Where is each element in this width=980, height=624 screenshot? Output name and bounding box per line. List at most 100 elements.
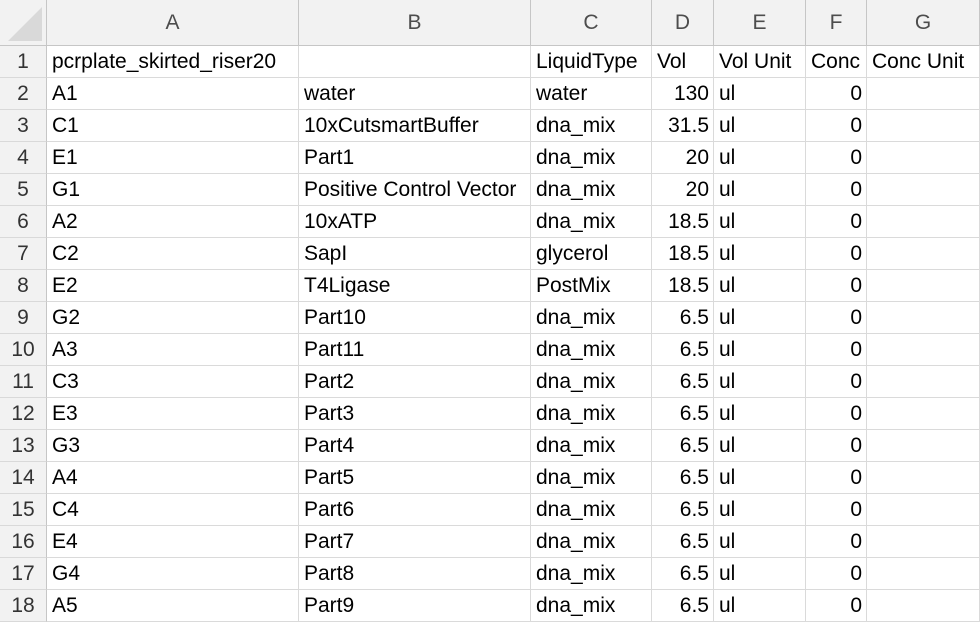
cell-a3[interactable]: C1 bbox=[47, 110, 299, 142]
row-header-2[interactable]: 2 bbox=[0, 78, 47, 110]
row-header-11[interactable]: 11 bbox=[0, 366, 47, 398]
cell-d9[interactable]: 6.5 bbox=[652, 302, 714, 334]
cell-g4[interactable] bbox=[867, 142, 980, 174]
column-header-a[interactable]: A bbox=[47, 0, 299, 46]
cell-g11[interactable] bbox=[867, 366, 980, 398]
cell-e1[interactable]: Vol Unit bbox=[714, 46, 806, 78]
cell-d2[interactable]: 130 bbox=[652, 78, 714, 110]
cell-g18[interactable] bbox=[867, 590, 980, 622]
cell-a2[interactable]: A1 bbox=[47, 78, 299, 110]
cell-b9[interactable]: Part10 bbox=[299, 302, 531, 334]
cell-b12[interactable]: Part3 bbox=[299, 398, 531, 430]
cell-f12[interactable]: 0 bbox=[806, 398, 867, 430]
cell-d14[interactable]: 6.5 bbox=[652, 462, 714, 494]
cell-f15[interactable]: 0 bbox=[806, 494, 867, 526]
cell-c3[interactable]: dna_mix bbox=[531, 110, 652, 142]
cell-f16[interactable]: 0 bbox=[806, 526, 867, 558]
column-header-e[interactable]: E bbox=[714, 0, 806, 46]
cell-c16[interactable]: dna_mix bbox=[531, 526, 652, 558]
cell-f9[interactable]: 0 bbox=[806, 302, 867, 334]
cell-f11[interactable]: 0 bbox=[806, 366, 867, 398]
cell-c9[interactable]: dna_mix bbox=[531, 302, 652, 334]
cell-a10[interactable]: A3 bbox=[47, 334, 299, 366]
cell-d5[interactable]: 20 bbox=[652, 174, 714, 206]
cell-d17[interactable]: 6.5 bbox=[652, 558, 714, 590]
cell-a16[interactable]: E4 bbox=[47, 526, 299, 558]
row-header-15[interactable]: 15 bbox=[0, 494, 47, 526]
cell-f10[interactable]: 0 bbox=[806, 334, 867, 366]
cell-g1[interactable]: Conc Unit bbox=[867, 46, 980, 78]
cell-f2[interactable]: 0 bbox=[806, 78, 867, 110]
cell-b4[interactable]: Part1 bbox=[299, 142, 531, 174]
row-header-7[interactable]: 7 bbox=[0, 238, 47, 270]
cell-a5[interactable]: G1 bbox=[47, 174, 299, 206]
cell-d12[interactable]: 6.5 bbox=[652, 398, 714, 430]
cell-f3[interactable]: 0 bbox=[806, 110, 867, 142]
cell-c18[interactable]: dna_mix bbox=[531, 590, 652, 622]
cell-e15[interactable]: ul bbox=[714, 494, 806, 526]
cell-a8[interactable]: E2 bbox=[47, 270, 299, 302]
cell-e4[interactable]: ul bbox=[714, 142, 806, 174]
cell-b16[interactable]: Part7 bbox=[299, 526, 531, 558]
cell-b1[interactable] bbox=[299, 46, 531, 78]
cell-b6[interactable]: 10xATP bbox=[299, 206, 531, 238]
cell-b5[interactable]: Positive Control Vector bbox=[299, 174, 531, 206]
cell-e18[interactable]: ul bbox=[714, 590, 806, 622]
cell-d18[interactable]: 6.5 bbox=[652, 590, 714, 622]
cell-e7[interactable]: ul bbox=[714, 238, 806, 270]
cell-d11[interactable]: 6.5 bbox=[652, 366, 714, 398]
column-header-g[interactable]: G bbox=[867, 0, 980, 46]
row-header-6[interactable]: 6 bbox=[0, 206, 47, 238]
cell-e14[interactable]: ul bbox=[714, 462, 806, 494]
cell-c6[interactable]: dna_mix bbox=[531, 206, 652, 238]
cell-a9[interactable]: G2 bbox=[47, 302, 299, 334]
cell-f8[interactable]: 0 bbox=[806, 270, 867, 302]
cell-d13[interactable]: 6.5 bbox=[652, 430, 714, 462]
cell-c15[interactable]: dna_mix bbox=[531, 494, 652, 526]
cell-c11[interactable]: dna_mix bbox=[531, 366, 652, 398]
cell-c4[interactable]: dna_mix bbox=[531, 142, 652, 174]
cell-e9[interactable]: ul bbox=[714, 302, 806, 334]
cell-e16[interactable]: ul bbox=[714, 526, 806, 558]
cell-c5[interactable]: dna_mix bbox=[531, 174, 652, 206]
cell-g12[interactable] bbox=[867, 398, 980, 430]
cell-g6[interactable] bbox=[867, 206, 980, 238]
cell-a18[interactable]: A5 bbox=[47, 590, 299, 622]
cell-a4[interactable]: E1 bbox=[47, 142, 299, 174]
cell-d7[interactable]: 18.5 bbox=[652, 238, 714, 270]
cell-e2[interactable]: ul bbox=[714, 78, 806, 110]
row-header-14[interactable]: 14 bbox=[0, 462, 47, 494]
cell-g5[interactable] bbox=[867, 174, 980, 206]
cell-b13[interactable]: Part4 bbox=[299, 430, 531, 462]
cell-d1[interactable]: Vol bbox=[652, 46, 714, 78]
select-all-corner[interactable] bbox=[0, 0, 47, 46]
cell-g17[interactable] bbox=[867, 558, 980, 590]
row-header-5[interactable]: 5 bbox=[0, 174, 47, 206]
cell-c17[interactable]: dna_mix bbox=[531, 558, 652, 590]
cell-f6[interactable]: 0 bbox=[806, 206, 867, 238]
cell-f4[interactable]: 0 bbox=[806, 142, 867, 174]
cell-f5[interactable]: 0 bbox=[806, 174, 867, 206]
row-header-10[interactable]: 10 bbox=[0, 334, 47, 366]
cell-c10[interactable]: dna_mix bbox=[531, 334, 652, 366]
cell-e13[interactable]: ul bbox=[714, 430, 806, 462]
cell-d15[interactable]: 6.5 bbox=[652, 494, 714, 526]
cell-b15[interactable]: Part6 bbox=[299, 494, 531, 526]
cell-e10[interactable]: ul bbox=[714, 334, 806, 366]
cell-d3[interactable]: 31.5 bbox=[652, 110, 714, 142]
cell-b8[interactable]: T4Ligase bbox=[299, 270, 531, 302]
cell-d4[interactable]: 20 bbox=[652, 142, 714, 174]
row-header-4[interactable]: 4 bbox=[0, 142, 47, 174]
cell-d10[interactable]: 6.5 bbox=[652, 334, 714, 366]
row-header-13[interactable]: 13 bbox=[0, 430, 47, 462]
cell-c13[interactable]: dna_mix bbox=[531, 430, 652, 462]
cell-e12[interactable]: ul bbox=[714, 398, 806, 430]
cell-d8[interactable]: 18.5 bbox=[652, 270, 714, 302]
cell-b14[interactable]: Part5 bbox=[299, 462, 531, 494]
row-header-16[interactable]: 16 bbox=[0, 526, 47, 558]
row-header-8[interactable]: 8 bbox=[0, 270, 47, 302]
column-header-b[interactable]: B bbox=[299, 0, 531, 46]
cell-g8[interactable] bbox=[867, 270, 980, 302]
cell-b17[interactable]: Part8 bbox=[299, 558, 531, 590]
cell-b10[interactable]: Part11 bbox=[299, 334, 531, 366]
